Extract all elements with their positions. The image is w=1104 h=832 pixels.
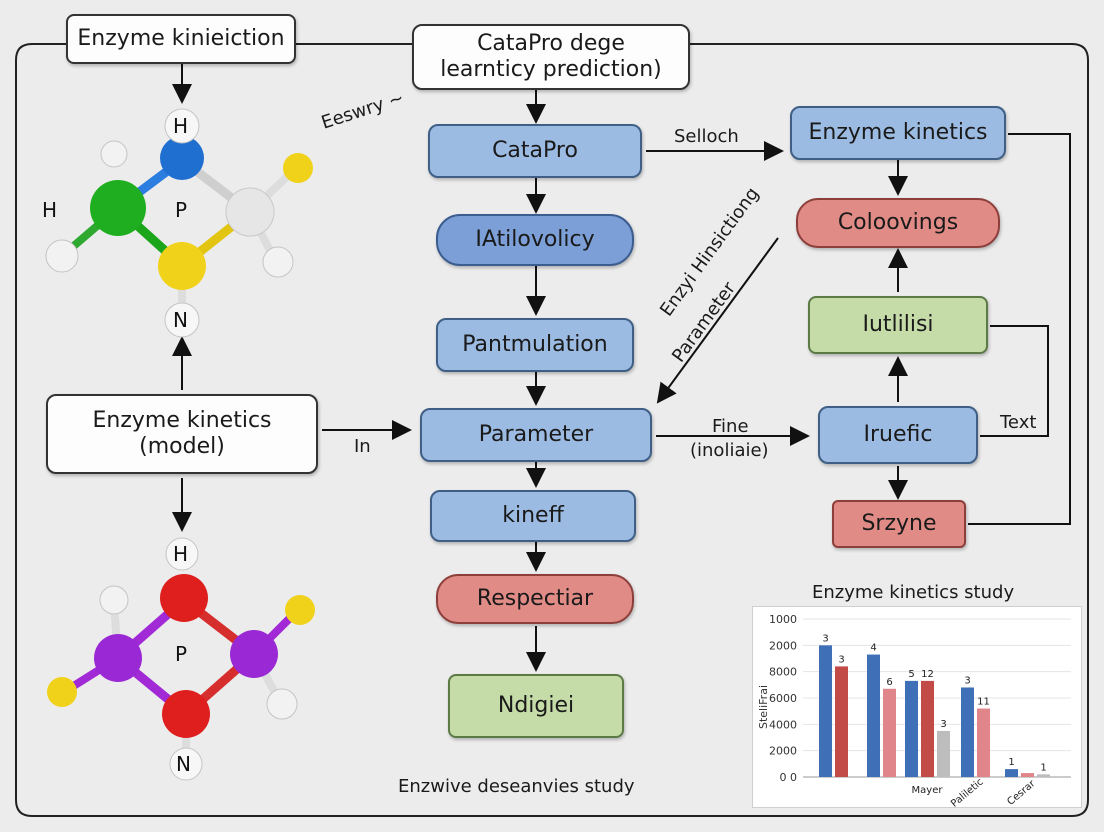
edge-loop-enzyme <box>968 133 1071 525</box>
node-pantmulation: Pantmulation <box>436 318 634 372</box>
node-kineff: kineff <box>430 490 636 542</box>
edge-coloovings-parameter <box>656 237 779 404</box>
edge-label-fine: Fine <box>712 416 749 437</box>
atom-label-h-left: H <box>42 198 58 222</box>
bar-value-label: 1 <box>1008 757 1014 768</box>
x-tick-label: Paliletic <box>949 777 985 807</box>
bar <box>1037 774 1050 777</box>
bar-value-label: 12 <box>921 669 934 680</box>
bar-value-label: 4 <box>870 643 876 654</box>
chart-title: Enzyme kinetics study <box>812 582 1015 603</box>
atom-label-n-bottom: N <box>176 752 191 776</box>
atom-label-h-bottom: H <box>173 542 189 566</box>
bar <box>905 680 918 777</box>
node-srzyne: Srzyne <box>832 500 966 548</box>
node-top-center-title: CataPro dege learnticy prediction) <box>412 24 690 90</box>
node-enzyme-kinetics-model: Enzyme kinetics (model) <box>46 394 318 474</box>
node-ndigiei: Ndigiei <box>448 674 624 738</box>
bar <box>937 730 950 777</box>
bar <box>977 708 990 777</box>
bar-value-label: 3 <box>964 675 970 686</box>
y-tick-label: 0 0 <box>780 771 798 784</box>
atom-label-p-bottom: P <box>175 642 188 666</box>
bar-value-label: 3 <box>838 654 844 665</box>
bar <box>961 687 974 777</box>
bar <box>1005 769 1018 777</box>
bar <box>867 654 880 777</box>
bar-value-label: 3 <box>822 633 828 644</box>
y-tick-label: 2000 <box>769 639 797 652</box>
x-tick-label: Cesrar <box>1005 778 1038 807</box>
edge-label-in: In <box>354 436 371 457</box>
y-tick-label: 8000 <box>769 666 797 679</box>
node-atilovolicy: IAtilovolicy <box>436 214 634 266</box>
y-tick-label: 1000 <box>769 613 797 626</box>
edge-label-inoliaie: (inoliaie) <box>690 440 769 461</box>
node-iruefic: Iruefic <box>818 406 978 464</box>
bar <box>835 666 848 777</box>
edge-label-selloch: Selloch <box>674 126 739 147</box>
outer-frame <box>15 43 1089 817</box>
bar <box>883 688 896 777</box>
y-tick-label: 4000 <box>769 718 797 731</box>
atom-label-p-top: P <box>175 198 188 222</box>
bar <box>921 680 934 777</box>
x-tick-label: Mayer <box>912 785 944 796</box>
atom-label-h-top: H <box>173 114 189 138</box>
bar-value-label: 11 <box>977 697 990 708</box>
bar-chart: 0 0200040006000800020001000SteliFrai3346… <box>757 613 1071 810</box>
node-coloovings: Coloovings <box>796 198 1000 248</box>
caption-bottom-center: Enzwive deseanvies study <box>398 776 635 797</box>
edge-label-text: Text <box>1000 412 1037 433</box>
bar-value-label: 3 <box>940 719 946 730</box>
node-top-left-title: Enzyme kinieiction <box>66 14 296 64</box>
molecule-top <box>45 108 313 338</box>
node-catapro: CataPro <box>428 124 642 178</box>
bar-value-label: 5 <box>908 669 914 680</box>
node-respectiar: Respectiar <box>436 574 634 624</box>
bar <box>819 645 832 777</box>
node-iutlilisi: Iutlilisi <box>808 296 988 354</box>
molecule-bottom <box>47 537 315 781</box>
y-tick-label: 6000 <box>769 692 797 705</box>
bar <box>1021 773 1034 777</box>
bar-value-label: 6 <box>886 677 892 688</box>
bar-value-label: 1 <box>1040 762 1046 773</box>
node-parameter: Parameter <box>420 408 652 462</box>
node-enzyme-kinetics-right: Enzyme kinetics <box>790 106 1006 160</box>
atom-label-n-top: N <box>173 308 188 332</box>
y-axis-label: SteliFrai <box>757 685 770 729</box>
y-tick-label: 2000 <box>769 745 797 758</box>
edge-loop-iutlilisi <box>980 325 1049 437</box>
